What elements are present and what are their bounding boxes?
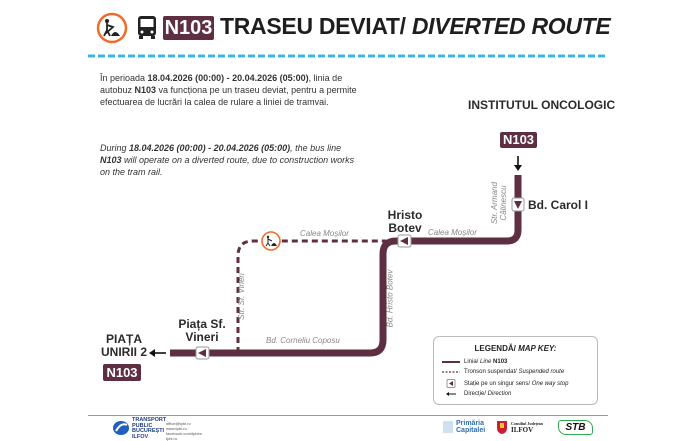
suspended-route xyxy=(236,239,386,353)
stop-label-sf-vineri: Piața Sf. Vineri xyxy=(178,317,226,344)
street-coposu: Bd. Corneliu Coposu xyxy=(266,336,340,345)
stop-hristo-botev xyxy=(397,234,412,248)
tpbi-logo xyxy=(113,421,129,435)
notice-en: During 18.04.2026 (00:00) - 20.04.2026 (… xyxy=(100,143,355,177)
title-ro: TRASEU DEVIAT/ xyxy=(220,13,406,39)
title-en: DIVERTED ROUTE xyxy=(411,13,611,39)
stop-label-bd-carol: Bd. Carol I xyxy=(528,198,589,212)
stop-sf-vineri xyxy=(195,346,210,360)
direction-arrow-top xyxy=(514,156,522,171)
map-legend: LEGENDĂ/ MAP KEY: Linia/ Line N103 Trons… xyxy=(433,336,598,405)
legend-direction: Direcție/ Direction xyxy=(442,391,511,397)
roadwork-map-icon xyxy=(261,231,281,251)
terminus-end-badge: N103 xyxy=(103,364,141,381)
stop-label-hristo-botev: Hristo Botev xyxy=(387,208,423,235)
divider xyxy=(88,54,606,58)
terminus-end-name: PIAȚA UNIRII 2 xyxy=(100,332,147,359)
page-title: TRASEU DEVIAT/ DIVERTED ROUTE xyxy=(220,13,611,40)
street-calea-mosilor-west: Calea Moșilor xyxy=(300,229,349,238)
stop-bd-carol xyxy=(511,197,525,212)
direction-arrow-left xyxy=(149,349,166,357)
legend-line: Linia/ Line N103 xyxy=(442,359,508,365)
pmb-logo xyxy=(443,421,453,433)
street-calea-mosilor-east: Calea Moșilor xyxy=(428,228,477,237)
ilfov-crest xyxy=(497,421,507,434)
roadwork-icon xyxy=(96,12,128,44)
legend-stop: Stație pe un singur sens/ One way stop xyxy=(442,379,568,388)
notice-ro: În perioada 18.04.2026 (00:00) - 20.04.2… xyxy=(100,73,357,107)
terminus-start-badge: N103 xyxy=(500,132,537,148)
street-hristo-botev: Bd. Hristo Botev xyxy=(385,269,395,328)
terminus-start-name: INSTITUTUL ONCOLOGIC xyxy=(468,98,616,112)
street-sf-vineri: Str. Sf. Vineri xyxy=(236,273,246,320)
footer-divider xyxy=(88,415,608,416)
stb-logo: STB xyxy=(558,420,593,435)
bus-icon xyxy=(138,16,156,39)
legend-suspended: Tronson suspendat/ Suspended route xyxy=(442,369,565,375)
legend-title: LEGENDĂ/ MAP KEY: xyxy=(474,344,557,353)
diverted-route xyxy=(170,175,522,357)
line-badge: N103 xyxy=(163,16,214,40)
